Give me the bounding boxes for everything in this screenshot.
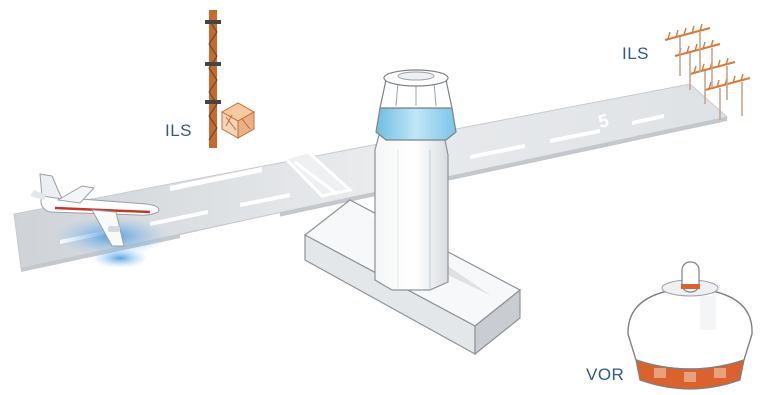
ils-label-right: ILS [622,44,649,64]
ils-mast-left [205,10,254,148]
control-tower [305,70,520,354]
tower-shaft [375,135,448,290]
vor-station [628,262,752,389]
tower-cab [376,70,456,140]
vor-label: VOR [586,365,624,385]
ils-label-left: ILS [165,121,192,141]
